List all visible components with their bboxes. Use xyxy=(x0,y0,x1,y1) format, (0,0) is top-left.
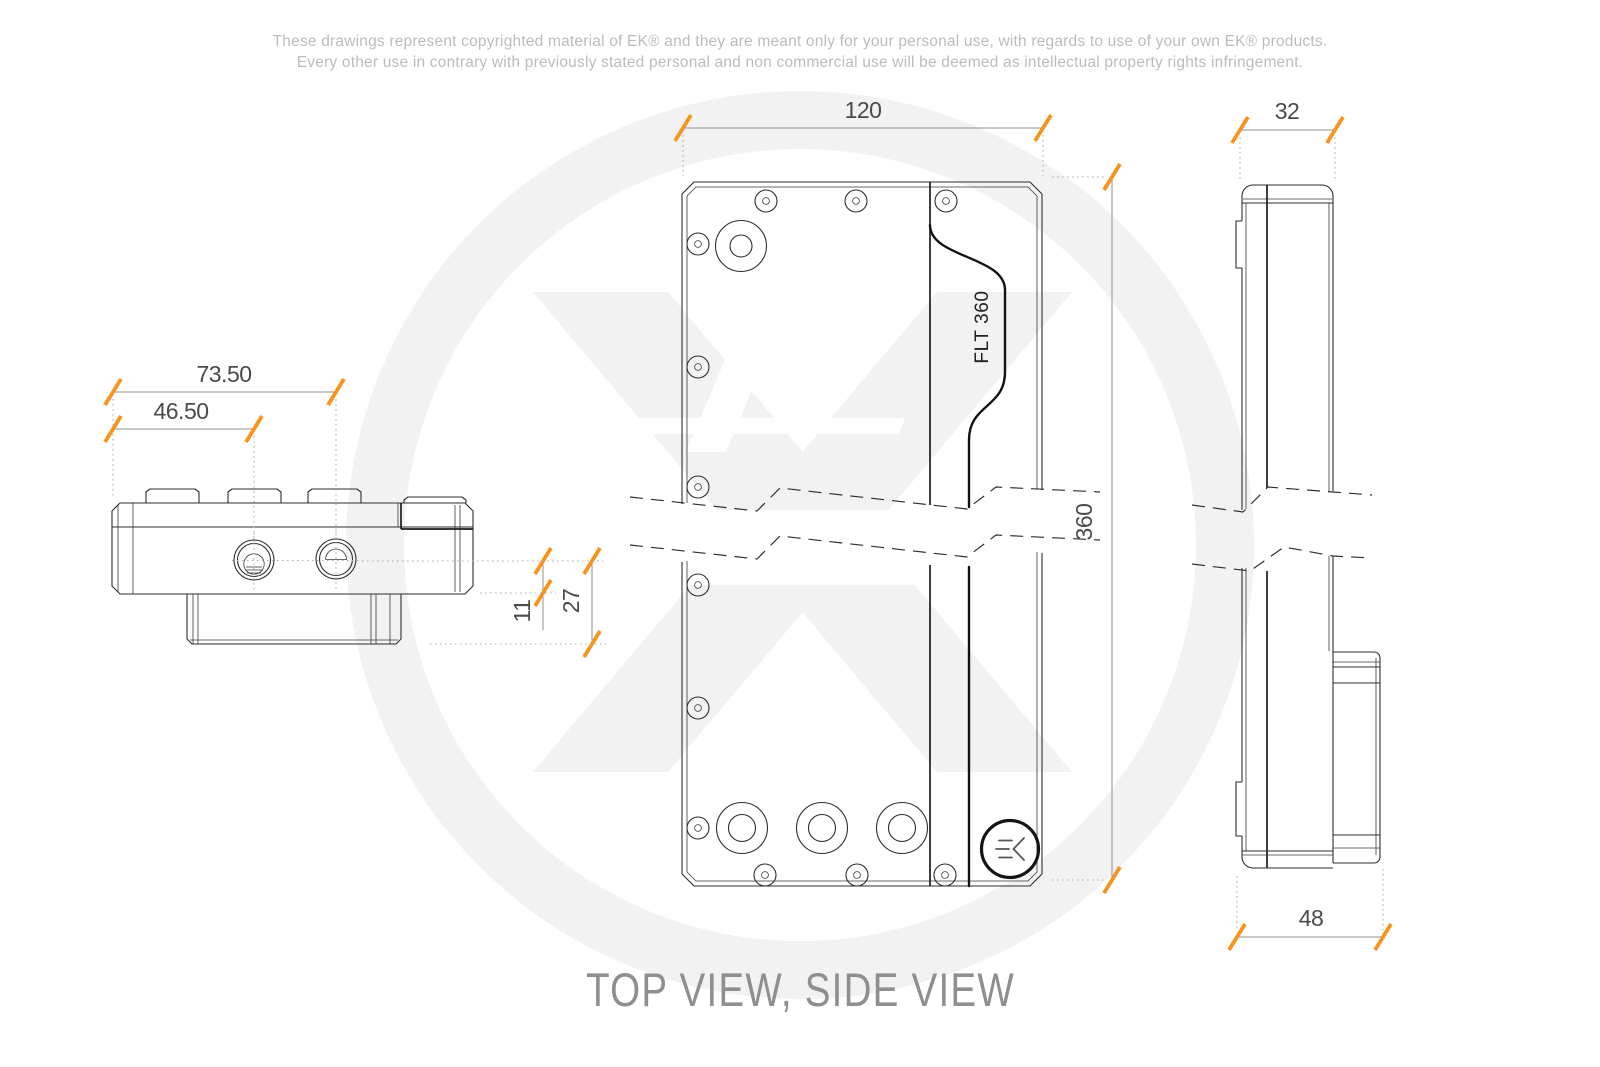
bottom-ports xyxy=(715,801,929,855)
svg-text:46.50: 46.50 xyxy=(153,398,208,424)
break-line-upper-side xyxy=(1191,486,1373,513)
svg-text:120: 120 xyxy=(845,97,882,123)
disclaimer-line-1: These drawings represent copyrighted mat… xyxy=(272,33,1328,50)
dim-top-port1-offset: 46.50 xyxy=(103,398,264,544)
disclaimer-line-2: Every other use in contrary with previou… xyxy=(296,54,1304,71)
dim-front-width: 120 xyxy=(673,97,1053,176)
break-line-lower xyxy=(629,534,1101,560)
front-view-drawing: FLT 360 xyxy=(629,181,1101,888)
svg-text:73.50: 73.50 xyxy=(196,361,251,387)
dimension-annotations: 120 360 32 48 xyxy=(103,97,1393,951)
dim-top-centerline-to-face: 11 xyxy=(480,547,556,630)
dim-side-pump-depth: 48 xyxy=(1227,869,1393,951)
product-label: FLT 360 xyxy=(972,290,993,363)
side-view-drawing xyxy=(1191,184,1381,869)
top-view-drawing xyxy=(111,488,474,645)
pump-housing xyxy=(1333,651,1381,864)
dim-side-depth: 32 xyxy=(1230,98,1345,181)
svg-text:27: 27 xyxy=(558,589,584,614)
svg-text:11: 11 xyxy=(509,600,535,623)
dim-front-height: 360 xyxy=(1052,163,1122,894)
copyright-disclaimer: These drawings represent copyrighted mat… xyxy=(0,31,1600,73)
ek-logo-badge xyxy=(979,818,1041,880)
page-title: TOP VIEW, SIDE VIEW xyxy=(585,963,1015,1016)
svg-text:32: 32 xyxy=(1275,98,1300,124)
fill-port xyxy=(714,219,768,273)
break-line-upper xyxy=(629,486,1101,512)
dim-top-port2-offset: 73.50 xyxy=(103,361,346,537)
svg-text:48: 48 xyxy=(1299,905,1324,931)
ek-watermark-logo xyxy=(346,91,1254,999)
svg-text:360: 360 xyxy=(1071,504,1097,541)
dim-top-centerline-to-pump-face: 27 xyxy=(362,547,607,658)
